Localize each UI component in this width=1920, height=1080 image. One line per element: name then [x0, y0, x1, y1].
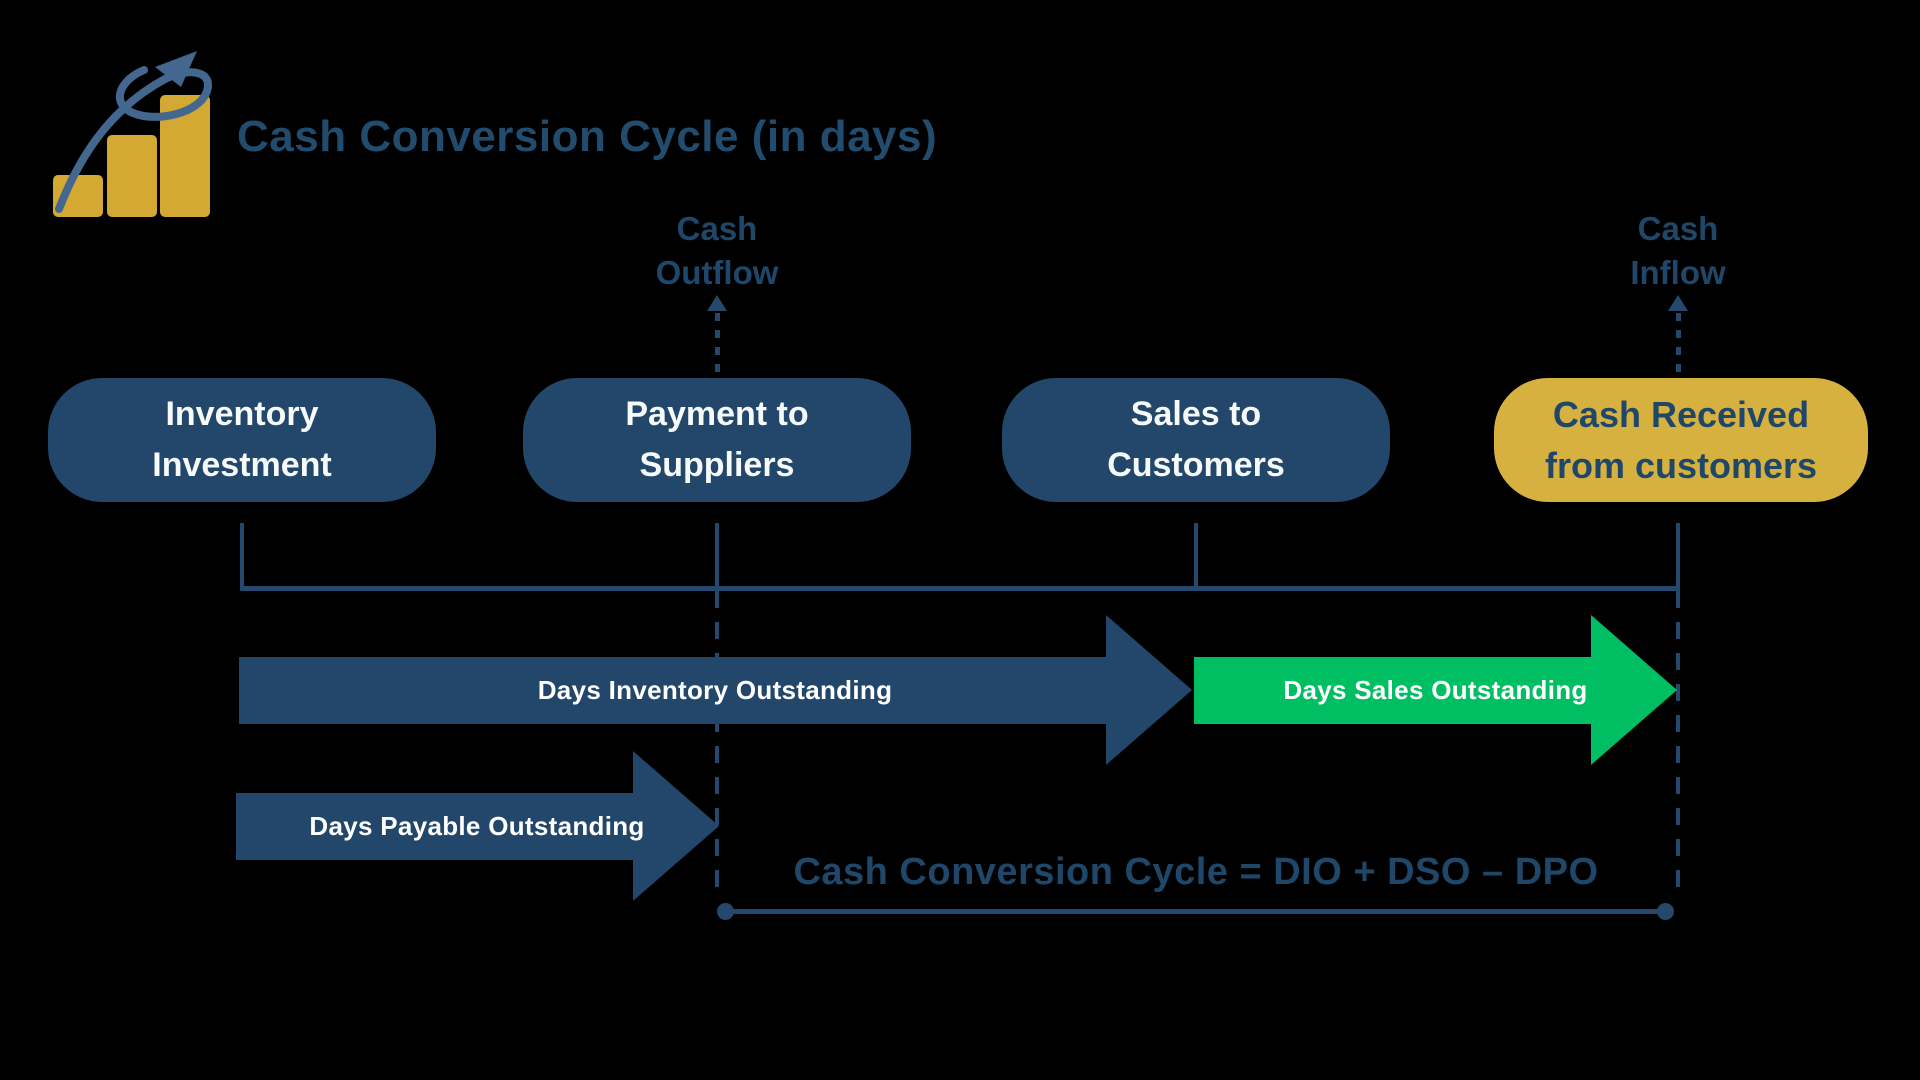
cash-outflow-arrow-up-icon — [707, 295, 727, 311]
cash-inflow-arrow-up-icon — [1668, 295, 1688, 311]
dashed-guide-payment — [715, 591, 719, 893]
cash-inflow-line2: Inflow — [1630, 254, 1726, 291]
stage-payment-to-suppliers: Payment to Suppliers — [523, 378, 911, 502]
dso-arrow-head-icon — [1591, 615, 1677, 765]
cash-outflow-dotted-line — [715, 313, 720, 378]
growth-bars-arrow-logo-icon — [53, 51, 213, 217]
dio-arrow-label: Days Inventory Outstanding — [537, 675, 893, 705]
stage-label: Customers — [1107, 446, 1285, 484]
ccc-formula: Cash Conversion Cycle = DIO + DSO – DPO — [793, 851, 1599, 893]
stage-sales-to-customers: Sales to Customers — [1002, 378, 1390, 502]
dio-arrow-head-icon — [1106, 615, 1192, 765]
connector-stub-cash-received — [1676, 523, 1680, 588]
dashed-guide-cash-received — [1676, 591, 1680, 893]
stage-cash-received-from-customers: Cash Received from customers — [1494, 378, 1868, 502]
dio-arrow-body — [239, 657, 1106, 724]
stage-label: Sales to — [1130, 395, 1262, 433]
dpo-arrow-label: Days Payable Outstanding — [309, 811, 645, 841]
dso-arrow-label: Days Sales Outstanding — [1283, 675, 1588, 705]
connector-stub-sales — [1194, 523, 1198, 588]
stage-label: Investment — [152, 446, 332, 484]
cash-inflow-dotted-line — [1676, 313, 1681, 378]
stage-label: Inventory — [165, 395, 319, 433]
stage-label: from customers — [1544, 445, 1818, 486]
page-title: Cash Conversion Cycle (in days) — [237, 112, 938, 161]
cash-outflow-label: Cash Outflow — [597, 207, 837, 295]
dpo-arrow-head-icon — [633, 751, 719, 901]
connector-stub-payment — [715, 523, 719, 588]
cash-outflow-line1: Cash — [676, 210, 758, 247]
connector-stub-inventory — [240, 523, 244, 588]
stage-inventory-investment: Inventory Investment — [48, 378, 436, 502]
ccc-measure-endpoint-left — [717, 903, 734, 920]
ccc-measure-line — [725, 909, 1665, 914]
cash-inflow-label: Cash Inflow — [1558, 207, 1798, 295]
timeline-bracket-line — [240, 586, 1680, 591]
dpo-arrow-body — [236, 793, 633, 860]
cash-outflow-line2: Outflow — [655, 254, 779, 291]
ccc-measure-endpoint-right — [1657, 903, 1674, 920]
stage-label: Payment to — [625, 395, 809, 433]
dso-arrow-body — [1194, 657, 1591, 724]
cash-inflow-line1: Cash — [1637, 210, 1719, 247]
stage-label: Cash Received — [1552, 394, 1810, 435]
stage-label: Suppliers — [639, 446, 795, 484]
